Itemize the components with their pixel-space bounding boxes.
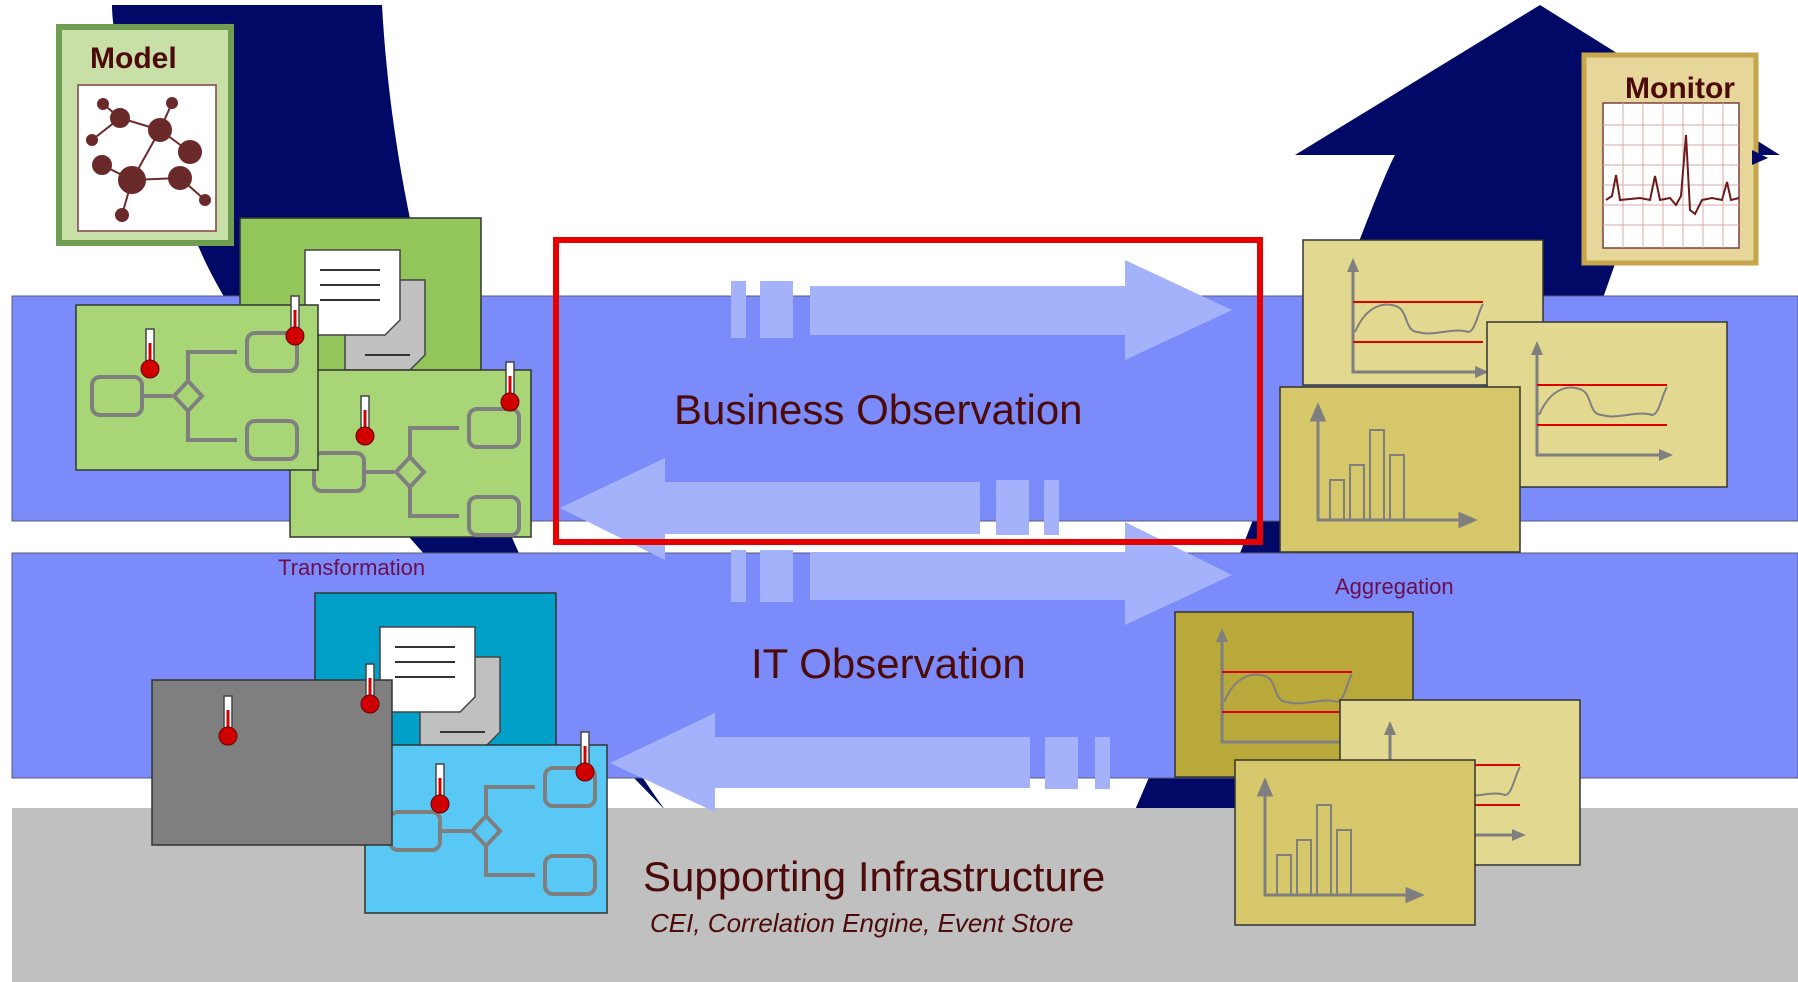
monitor-box	[1581, 52, 1759, 266]
model-box	[56, 24, 234, 246]
infrastructure-sublabel: CEI, Correlation Engine, Event Store	[650, 908, 1074, 938]
monitor-label: Monitor	[1625, 72, 1735, 105]
it-left-arrow	[610, 713, 1110, 812]
business-right-arrow	[731, 260, 1232, 360]
business-transformation-stack	[75, 217, 532, 538]
it-transformation-stack	[151, 592, 608, 914]
it-observation-label: IT Observation	[751, 640, 1026, 687]
it-aggregation-stack	[1174, 611, 1581, 926]
business-highlight-frame	[553, 237, 1263, 545]
model-network-icon	[86, 97, 211, 222]
aggregation-caption: Aggregation	[1335, 574, 1454, 599]
model-label: Model	[90, 42, 177, 75]
it-right-arrow	[731, 522, 1232, 625]
monitor-ecg-icon	[1603, 103, 1740, 248]
business-observation-label: Business Observation	[674, 386, 1083, 433]
infrastructure-label: Supporting Infrastructure	[643, 853, 1106, 900]
monitor-pointer-icon	[1752, 150, 1768, 165]
business-left-arrow	[560, 458, 1059, 560]
transformation-caption: Transformation	[278, 555, 426, 580]
business-aggregation-stack	[1279, 239, 1728, 553]
